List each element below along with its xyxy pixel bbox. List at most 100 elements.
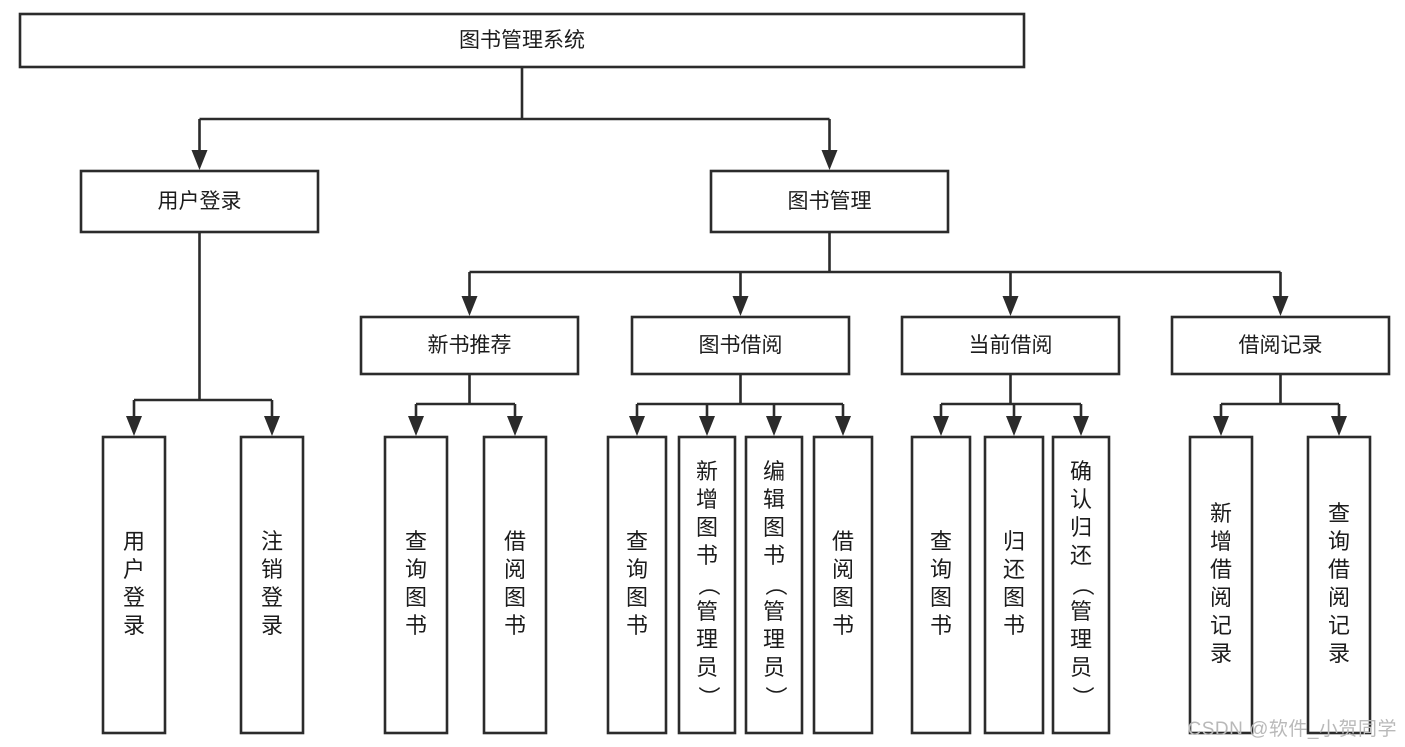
node-label-char: 阅 <box>832 557 854 582</box>
node-label-char: 询 <box>1328 529 1350 554</box>
node-box[interactable] <box>359 315 580 376</box>
node-label: 图书管理系统 <box>459 29 585 52</box>
arrow-head-icon <box>1331 416 1347 436</box>
nodes-layer: 图书管理系统用户登录图书管理新书推荐图书借阅当前借阅借阅记录用户登录注销登录查询… <box>18 12 1391 735</box>
node-box[interactable] <box>630 315 851 376</box>
node-label-char: 登 <box>261 585 283 610</box>
arrow-head-icon <box>835 416 851 436</box>
node-box[interactable] <box>239 435 305 735</box>
node-label-char: 图 <box>696 515 718 540</box>
node-leaf-user-login[interactable]: 用户登录 <box>101 435 167 735</box>
node-label-char: 询 <box>405 557 427 582</box>
node-box[interactable] <box>79 169 320 234</box>
node-label-char: 查 <box>626 529 648 554</box>
node-label-char: 员 <box>1070 655 1092 680</box>
node-label-char: （ <box>763 574 788 596</box>
node-book-borrow[interactable]: 图书借阅 <box>630 315 851 376</box>
connector-group-user-login <box>126 232 280 436</box>
node-box[interactable] <box>18 12 1026 69</box>
node-label-char: 记 <box>1328 613 1350 638</box>
arrow-head-icon <box>1272 296 1289 316</box>
node-box[interactable] <box>812 435 874 735</box>
node-box[interactable] <box>1051 435 1111 735</box>
node-label-char: 书 <box>504 613 526 638</box>
csdn-watermark: CSDN @软件_小贺同学 <box>1187 719 1397 740</box>
node-label-char: 书 <box>1003 613 1025 638</box>
node-label-char: 图 <box>1003 585 1025 610</box>
arrow-head-icon <box>821 150 838 170</box>
node-label-char: 借 <box>1328 557 1350 582</box>
node-label-char: 借 <box>1210 557 1232 582</box>
node-label-char: 书 <box>930 613 952 638</box>
connector-group-borrow-record <box>1213 374 1347 436</box>
node-label-char: 还 <box>1070 543 1092 568</box>
node-label-char: 确 <box>1070 459 1092 484</box>
connector-group-new-book-recommend <box>408 374 523 436</box>
arrow-head-icon <box>766 416 782 436</box>
node-box[interactable] <box>101 435 167 735</box>
node-label-char: ） <box>763 686 788 708</box>
arrow-head-icon <box>408 416 424 436</box>
node-box[interactable] <box>482 435 548 735</box>
node-label-char: 书 <box>832 613 854 638</box>
arrow-head-icon <box>507 416 523 436</box>
node-label-char: 借 <box>832 529 854 554</box>
node-box[interactable] <box>709 169 950 234</box>
node-user-login[interactable]: 用户登录 <box>79 169 320 234</box>
node-label-char: ） <box>1070 686 1095 708</box>
node-label-char: ） <box>696 686 721 708</box>
node-label-char: （ <box>696 574 721 596</box>
arrow-head-icon <box>699 416 715 436</box>
node-label-char: 管 <box>1070 599 1092 624</box>
node-label-char: 借 <box>504 529 526 554</box>
node-label-char: 销 <box>261 557 283 582</box>
node-box[interactable] <box>744 435 804 735</box>
node-box[interactable] <box>910 435 972 735</box>
node-box[interactable] <box>900 315 1121 376</box>
node-label-char: 登 <box>123 585 145 610</box>
node-label: 图书管理 <box>788 190 872 213</box>
node-box[interactable] <box>383 435 449 735</box>
node-label-char: 图 <box>832 585 854 610</box>
node-label-char: 管 <box>696 599 718 624</box>
node-label-char: 录 <box>1210 641 1232 666</box>
node-box[interactable] <box>1306 435 1372 735</box>
node-box[interactable] <box>1170 315 1391 376</box>
connector-group-root <box>191 67 838 170</box>
node-label-char: 理 <box>696 627 718 652</box>
node-label: 图书借阅 <box>699 334 783 357</box>
node-label-char: 书 <box>763 543 785 568</box>
node-box[interactable] <box>983 435 1045 735</box>
node-label: 当前借阅 <box>969 334 1053 357</box>
node-label-char: 员 <box>763 655 785 680</box>
node-label-char: 归 <box>1003 529 1025 554</box>
node-new-book-recommend[interactable]: 新书推荐 <box>359 315 580 376</box>
node-current-borrow[interactable]: 当前借阅 <box>900 315 1121 376</box>
node-root[interactable]: 图书管理系统 <box>18 12 1026 69</box>
node-label-char: 阅 <box>504 557 526 582</box>
node-box[interactable] <box>677 435 737 735</box>
arrow-head-icon <box>1073 416 1089 436</box>
node-label-char: 书 <box>405 613 427 638</box>
node-borrow-record[interactable]: 借阅记录 <box>1170 315 1391 376</box>
node-label-char: 新 <box>696 459 718 484</box>
node-box[interactable] <box>1188 435 1254 735</box>
node-label-char: 理 <box>763 627 785 652</box>
node-box[interactable] <box>606 435 668 735</box>
node-book-manage[interactable]: 图书管理 <box>709 169 950 234</box>
node-label-char: （ <box>1070 574 1095 596</box>
